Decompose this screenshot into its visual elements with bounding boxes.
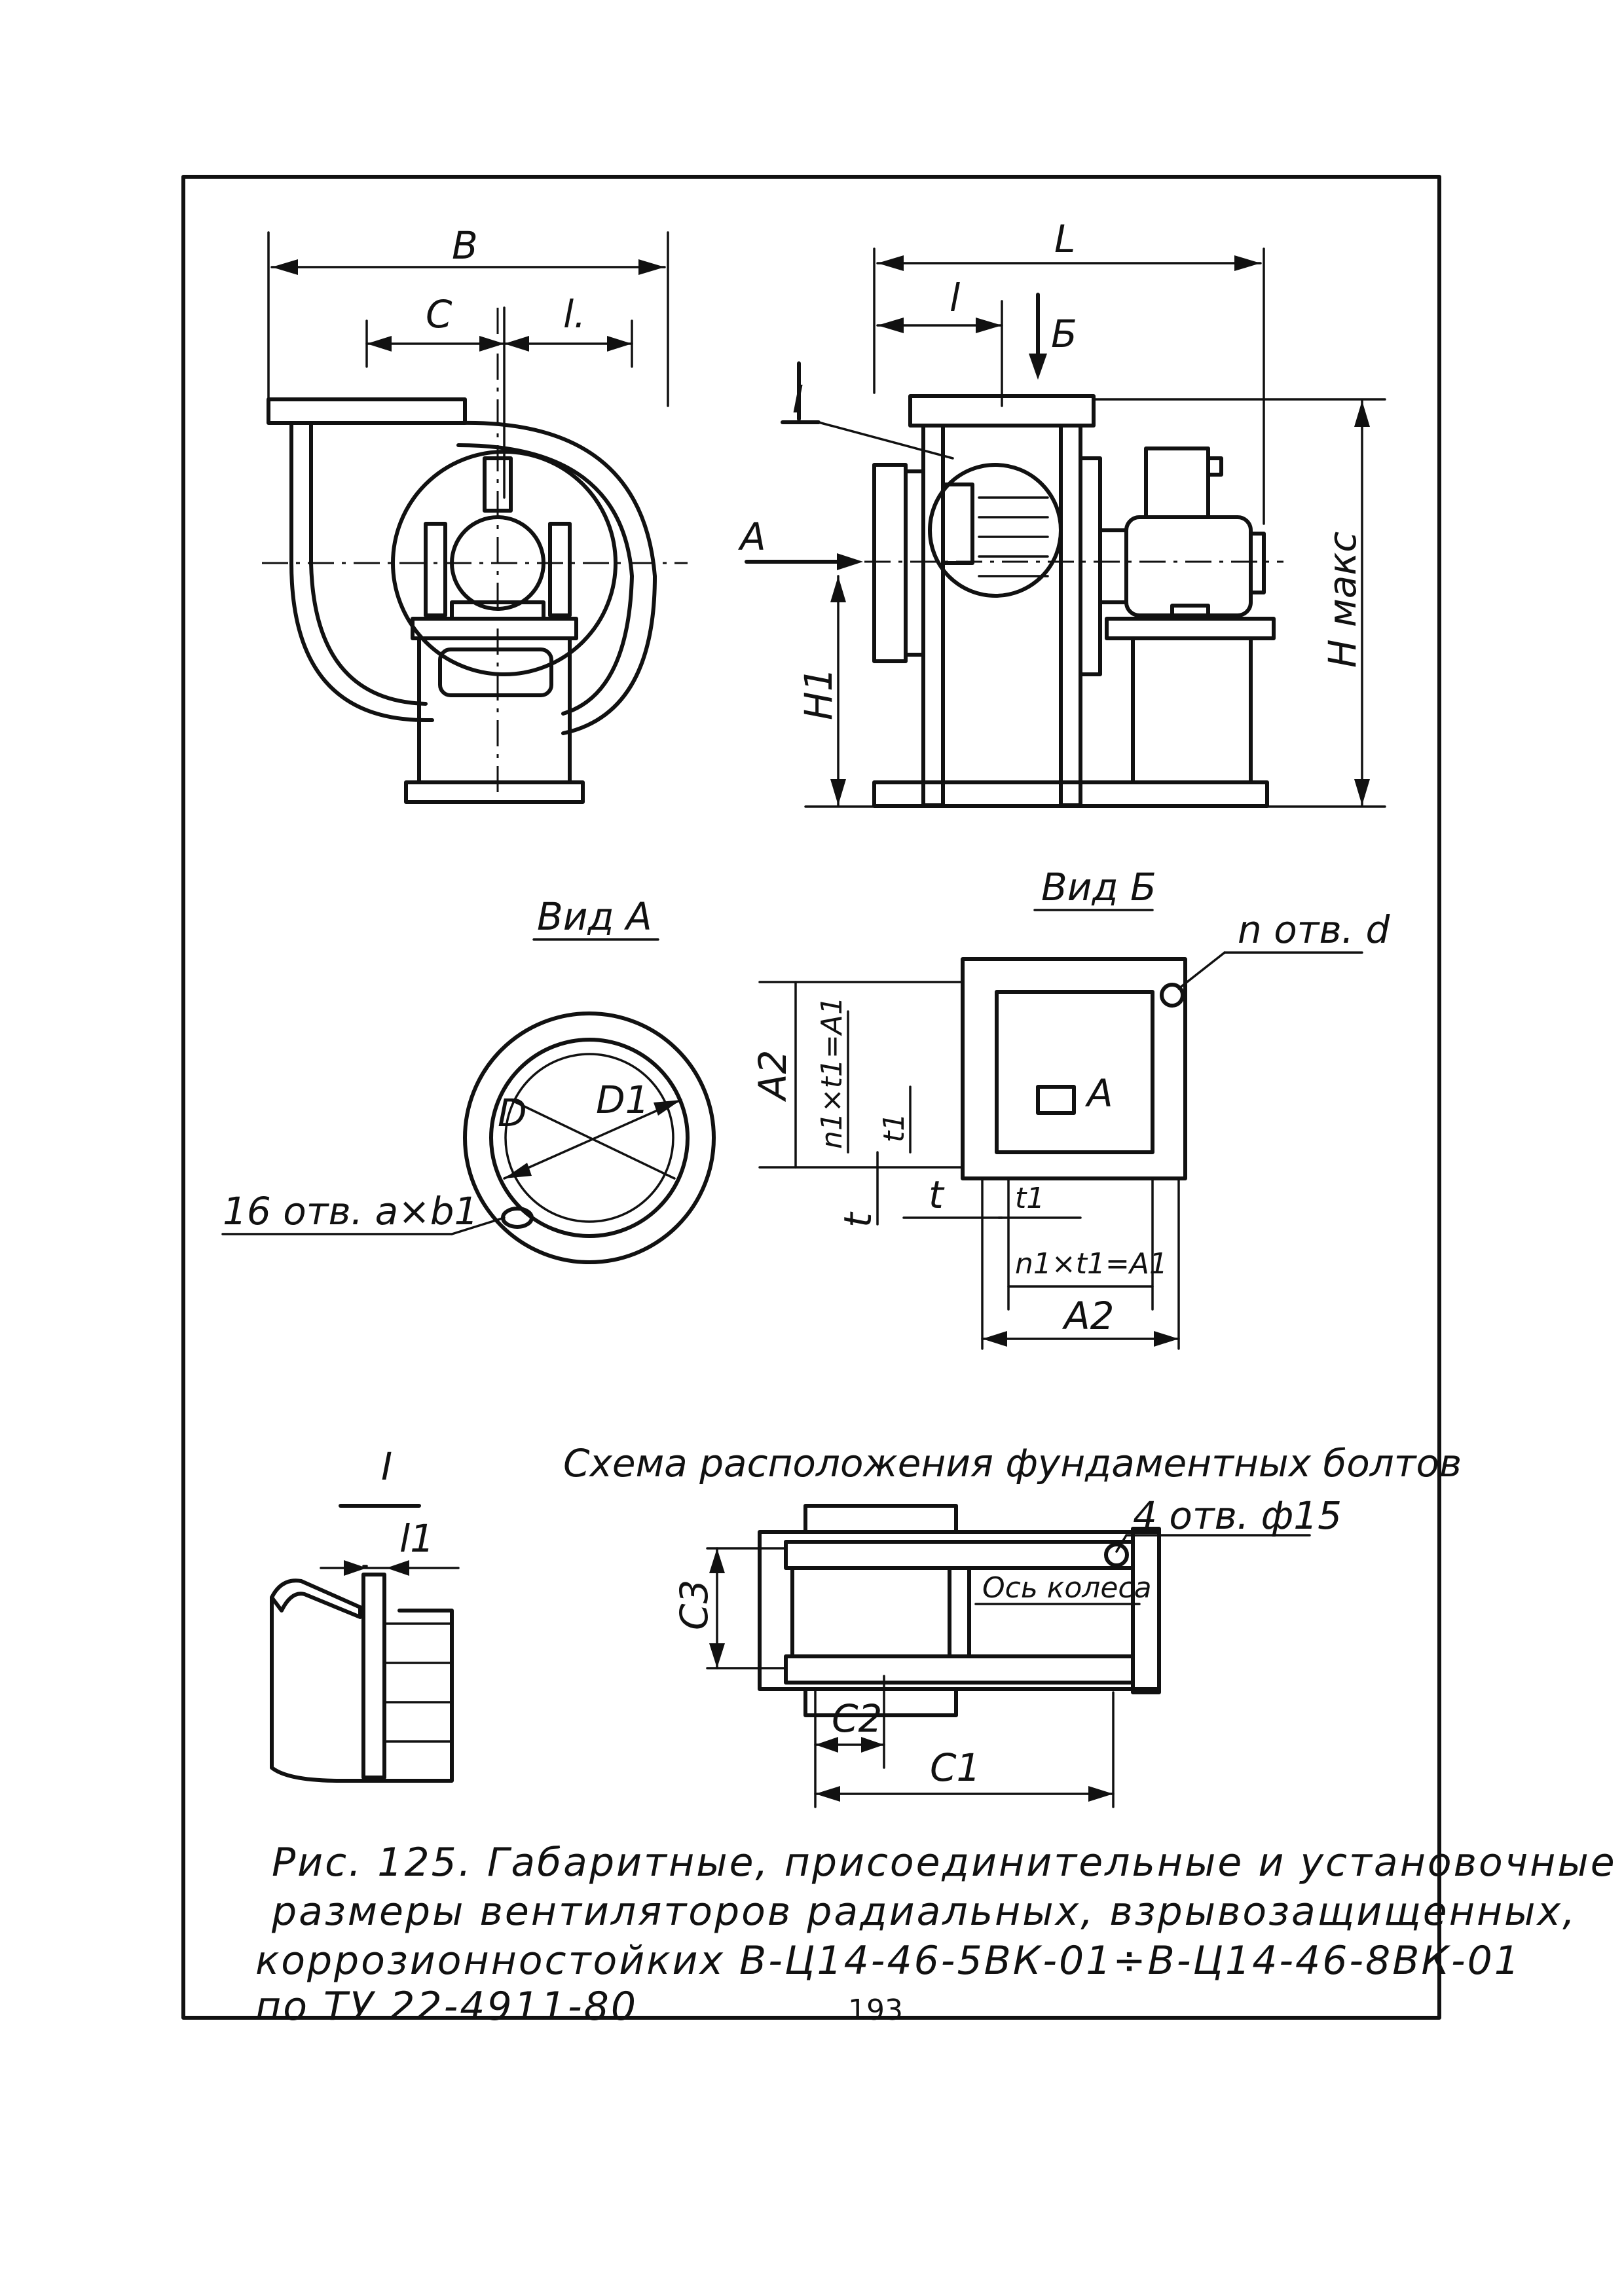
- bolts-title: Схема расположения фундаментных болтов: [563, 1441, 1462, 1485]
- wheel-axis: Ось колеса: [982, 1571, 1152, 1605]
- dim-n1t1-vert: n1×t1=A1: [815, 996, 849, 1149]
- view-A: Вид A D D1 16 отв. a×b1: [221, 894, 716, 1264]
- dim-A2-vert: A2: [750, 1049, 795, 1102]
- holes-a-b1: 16 отв. a×b1: [223, 1189, 478, 1233]
- dim-C: C: [426, 292, 452, 337]
- dim-D1: D1: [596, 1078, 650, 1122]
- dim-D: D: [498, 1091, 527, 1135]
- dim-C3: C3: [672, 1580, 716, 1630]
- dim-l1: l1: [399, 1516, 434, 1561]
- view-B: Вид Б n отв. d A2 n1×t1=A1 t1 t t t1 A n…: [750, 865, 1391, 1350]
- page-number: 193: [848, 1994, 903, 2027]
- dim-l: l.: [563, 292, 586, 337]
- figure-caption: Рис. 125. Габаритные, присоединительные …: [255, 1840, 1617, 2030]
- side-view-fan: B C l.: [262, 223, 688, 812]
- caption-line-4: по ТУ 22-4911-80: [255, 1984, 638, 2030]
- caption-line-1: Рис. 125. Габаритные, присоединительные …: [272, 1840, 1617, 1886]
- holes-4-d15: 4 отв. ф15: [1133, 1493, 1342, 1538]
- holes-n-d: n отв. d: [1238, 907, 1391, 952]
- dim-C2: C2: [832, 1696, 882, 1741]
- dim-H1: H1: [796, 667, 841, 720]
- dim-t-horz: t: [929, 1173, 945, 1217]
- detail-I: I l1: [270, 1444, 460, 1783]
- dim-L: L: [1054, 217, 1075, 261]
- caption-line-2: размеры вентиляторов радиальных, взрывоз…: [271, 1889, 1577, 1935]
- arrow-A-label: A: [737, 515, 766, 559]
- caption-line-3: коррозионностойких В-Ц14-46-5ВК-01÷В-Ц14…: [255, 1938, 1521, 1984]
- dim-l-front: l: [950, 276, 960, 320]
- dim-t1-vert: t1: [877, 1113, 911, 1142]
- dim-B: B: [452, 223, 478, 268]
- dim-H-max: H макс: [1320, 532, 1365, 668]
- section-I-label: I: [792, 377, 803, 422]
- view-A-title: Вид A: [537, 894, 652, 939]
- arrow-B-label: Б: [1051, 312, 1077, 356]
- dim-A2-horz: A2: [1061, 1294, 1115, 1338]
- view-B-title: Вид Б: [1041, 865, 1156, 909]
- drawing-frame: [181, 175, 1441, 2020]
- front-view-fan: L l Б I A: [737, 217, 1386, 808]
- detail-I-title: I: [381, 1444, 392, 1489]
- dim-t-vert: t: [836, 1211, 880, 1228]
- dim-n1t1-horz: n1×t1=A1: [1015, 1247, 1168, 1281]
- dim-C1: C1: [930, 1745, 980, 1790]
- dim-A: A: [1084, 1071, 1113, 1116]
- foundation-bolts: Схема расположения фундаментных болтов 4…: [563, 1441, 1462, 1808]
- dim-t1-horz: t1: [1015, 1182, 1044, 1215]
